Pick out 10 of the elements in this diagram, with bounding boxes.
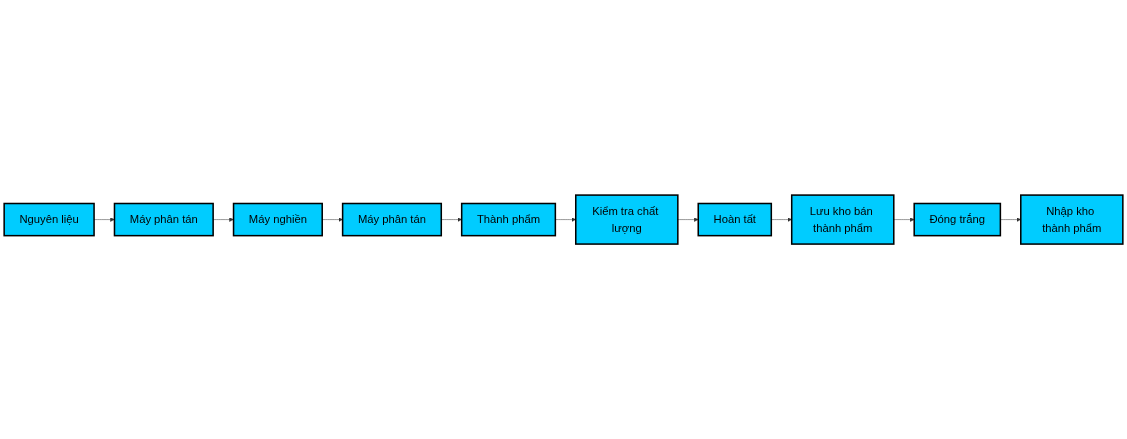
node-box: Nguyên liệu [3, 202, 95, 237]
node-box: Đóng trắng [913, 202, 1002, 237]
node-box: Máy nghiền [232, 202, 323, 237]
node-box: Máy phân tán [341, 202, 443, 237]
node-box: Kiểm tra chất lượng [575, 194, 679, 245]
node-box: Lưu kho bán thành phẩm [790, 194, 895, 245]
node-box: Máy phân tán [113, 202, 214, 237]
node-box: Thành phẩm [460, 202, 557, 237]
node-box: Nhập kho thành phẩm [1020, 194, 1124, 245]
node-box: Hoàn tất [697, 202, 773, 237]
